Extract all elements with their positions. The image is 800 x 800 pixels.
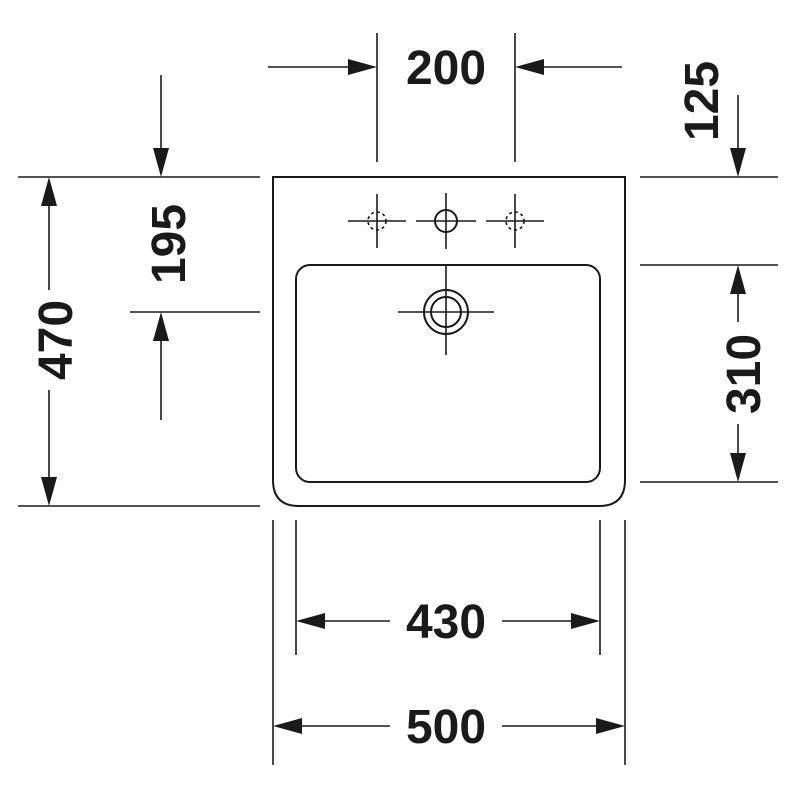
dimension-label-125: 125 <box>676 61 729 141</box>
dimension-label-200: 200 <box>406 42 486 95</box>
dimension-430: 430 <box>295 520 601 655</box>
dimension-label-310: 310 <box>718 334 771 414</box>
dimension-200: 200 <box>268 33 622 162</box>
dimension-310: 310 <box>640 264 778 483</box>
dimension-125: 125 <box>640 61 778 178</box>
tap-hole-left-optional <box>348 194 406 248</box>
dimension-195: 195 <box>18 75 260 420</box>
drain <box>398 264 494 355</box>
bowl-outline <box>295 264 601 483</box>
tap-hole-center <box>416 193 476 249</box>
dimension-label-195: 195 <box>143 204 196 284</box>
tap-hole-right-optional <box>486 194 544 248</box>
dimension-470: 470 <box>18 177 260 507</box>
basin-outline <box>272 176 626 507</box>
dimension-label-470: 470 <box>30 300 83 380</box>
dimension-500: 500 <box>272 520 626 765</box>
dimension-label-430: 430 <box>406 596 486 649</box>
dimension-label-500: 500 <box>406 701 486 754</box>
